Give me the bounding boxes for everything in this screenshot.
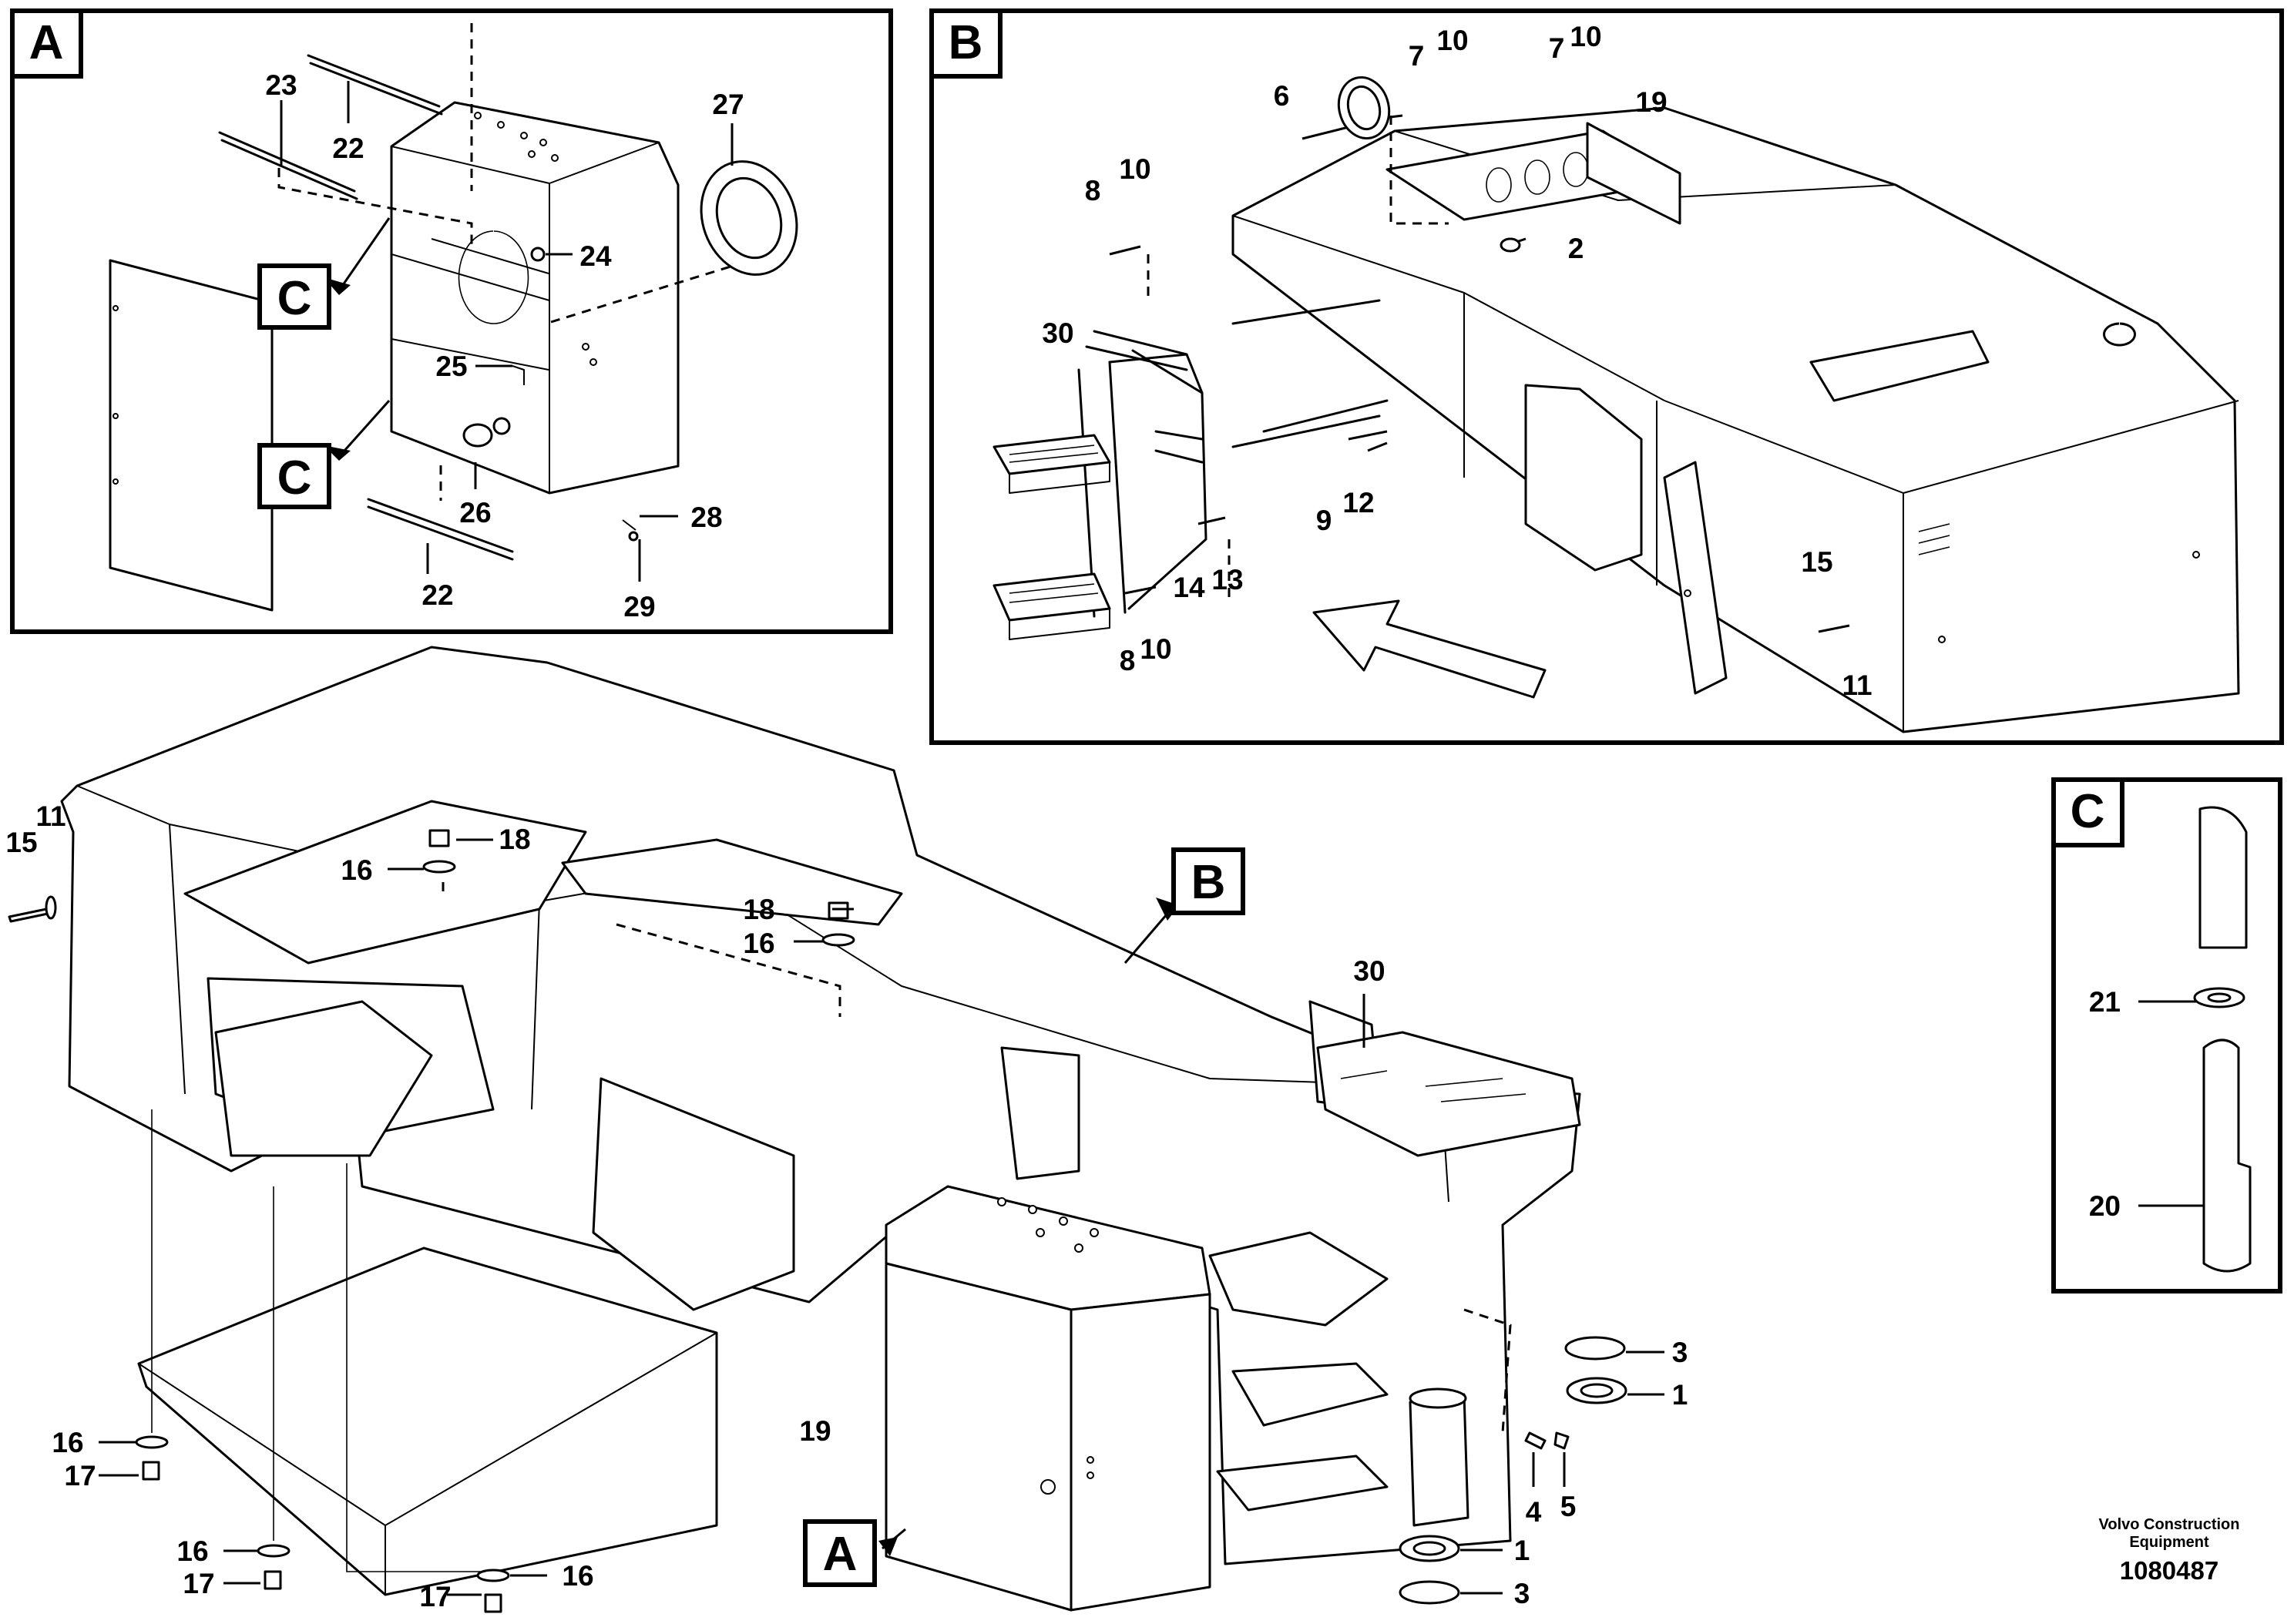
o-ring-3-top (1564, 1336, 1626, 1361)
callout-b-main: B (1123, 847, 1245, 964)
svg-text:C: C (277, 451, 312, 505)
inset-b-letter-box (929, 8, 1003, 79)
label-18-a: 18 (499, 824, 530, 855)
access-ladder-main (1316, 1031, 1581, 1157)
rear-frame (1231, 106, 2240, 733)
label-1-bottom: 1 (1514, 1535, 1530, 1566)
label-11: 11 (1842, 669, 1872, 701)
label-16-e: 16 (562, 1560, 593, 1592)
inset-a-frame (10, 8, 893, 634)
fasteners (8, 829, 855, 1613)
label-14: 14 (1173, 572, 1205, 603)
inset-a-letter: A (29, 16, 64, 69)
label-1-top: 1 (1672, 1379, 1688, 1411)
inset-b-letter: B (949, 16, 983, 69)
label-26: 26 (459, 497, 491, 528)
svg-text:C: C (277, 272, 312, 325)
brand-line-2: Equipment (2129, 1534, 2209, 1551)
label-27: 27 (712, 89, 744, 120)
inset-b: B (929, 8, 2284, 745)
label-3-top: 3 (1672, 1337, 1688, 1368)
label-10-bottom: 10 (1140, 633, 1171, 665)
label-29: 29 (623, 591, 655, 622)
drawing-number: 1080487 (2120, 1556, 2218, 1585)
label-8-bottom: 8 (1120, 645, 1136, 676)
callout-a-main: A (803, 1519, 906, 1587)
callout-c-upper: C (257, 217, 391, 330)
label-10-mid: 10 (1119, 153, 1150, 185)
inset-a: A (10, 8, 893, 634)
pin-cap (2198, 806, 2248, 949)
label-3-bottom: 3 (1514, 1578, 1530, 1609)
tool-box (390, 101, 680, 495)
label-30-main: 30 (1353, 955, 1385, 987)
label-9: 9 (1316, 505, 1332, 536)
label-30: 30 (1042, 317, 1073, 349)
label-12: 12 (1342, 487, 1374, 518)
label-15-main: 15 (5, 827, 37, 858)
label-8-top: 8 (1085, 175, 1101, 206)
inset-a-letter-box (10, 8, 83, 79)
label-20: 20 (2089, 1190, 2121, 1222)
inset-c: C 21 20 (2051, 777, 2282, 1293)
inset-c-frame (2051, 777, 2282, 1293)
label-10-left-top: 10 (1436, 25, 1468, 56)
label-16-a: 16 (341, 854, 372, 886)
inset-c-letter-box (2051, 777, 2124, 847)
svg-text:A: A (823, 1528, 858, 1581)
label-2: 2 (1568, 233, 1584, 264)
label-19: 19 (1635, 86, 1667, 118)
callout-c-lower: C (257, 400, 391, 509)
label-16-c: 16 (52, 1427, 83, 1458)
belly-pan (137, 1247, 718, 1596)
label-7-right: 7 (1549, 32, 1565, 64)
label-22-top: 22 (332, 133, 364, 164)
label-17-b: 17 (183, 1568, 214, 1599)
label-18-b: 18 (743, 894, 774, 925)
access-ladder-30 (992, 330, 1207, 640)
svg-text:B: B (1191, 856, 1226, 909)
rod-22-top (307, 54, 441, 108)
box-door-panel (109, 259, 274, 612)
label-19-main: 19 (799, 1415, 831, 1447)
label-17-a: 17 (64, 1460, 96, 1491)
plug-24 (530, 247, 546, 262)
label-21: 21 (2089, 986, 2121, 1018)
cover-plate-19 (1586, 122, 1681, 225)
label-4: 4 (1526, 1496, 1542, 1528)
label-11-main: 11 (35, 800, 65, 832)
label-10-right-top: 10 (1570, 21, 1601, 52)
label-15: 15 (1801, 546, 1832, 578)
label-13: 13 (1211, 564, 1243, 596)
pin-20 (2202, 1038, 2252, 1273)
inset-b-frame (929, 8, 2284, 745)
main-frame-assembly: B A 15 11 16 18 18 16 30 3 1 19 4 5 16 1… (5, 646, 1688, 1613)
label-22-bottom: 22 (422, 579, 453, 611)
plug-2 (1500, 237, 1521, 253)
label-6: 6 (1274, 80, 1290, 112)
o-ring-3-bottom (1399, 1580, 1460, 1605)
label-16-d: 16 (176, 1535, 208, 1567)
lock-26 (462, 423, 493, 448)
label-24: 24 (579, 240, 612, 272)
label-28: 28 (690, 502, 722, 533)
label-17-c: 17 (419, 1581, 451, 1612)
inset-c-letter: C (2071, 785, 2105, 838)
footer-brand: Volvo Construction Equipment 1080487 (2099, 1516, 2240, 1585)
label-5: 5 (1560, 1491, 1577, 1522)
label-25: 25 (435, 351, 467, 382)
direction-arrow (1312, 599, 1547, 699)
brand-line-1: Volvo Construction (2099, 1516, 2240, 1533)
label-16-b: 16 (743, 928, 774, 959)
label-23: 23 (265, 69, 297, 101)
label-7-left: 7 (1409, 40, 1425, 72)
pivot-pin (1409, 1393, 1469, 1527)
